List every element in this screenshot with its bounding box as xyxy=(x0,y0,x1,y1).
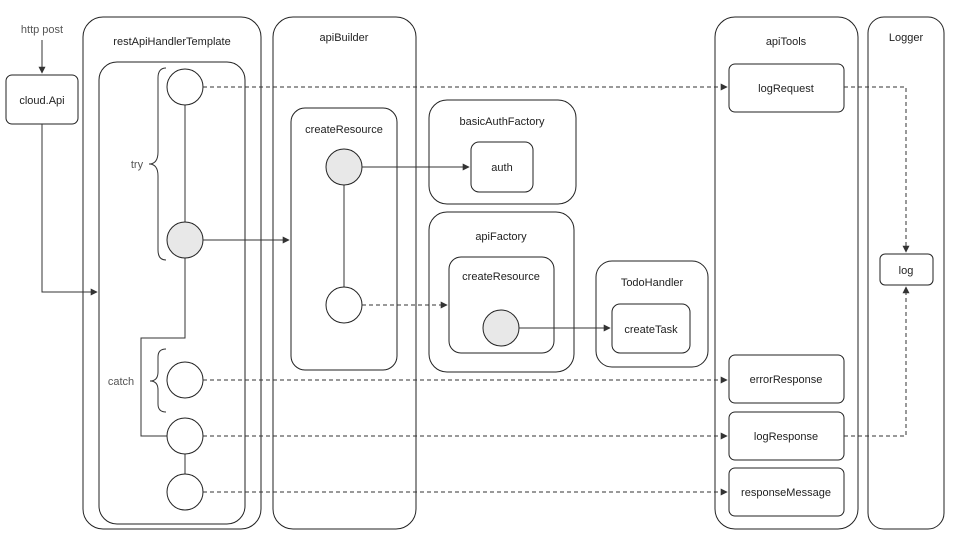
template-inner-frame xyxy=(98,61,246,525)
api-tools-title: apiTools xyxy=(766,36,807,48)
factory-create-resource-label: createResource xyxy=(462,271,540,283)
log-request-box xyxy=(728,63,845,113)
basic-auth-factory-container: basicAuthFactory auth xyxy=(428,99,577,205)
response-message-label: responseMessage xyxy=(741,487,831,499)
create-task-box xyxy=(611,303,691,354)
http-post-label: http post xyxy=(21,24,63,36)
catch-brace xyxy=(149,348,167,413)
builder-create-resource-label: createResource xyxy=(305,124,383,136)
error-response-box xyxy=(728,354,845,404)
todo-handler-title: TodoHandler xyxy=(621,277,684,289)
log-response-to-log-arrow xyxy=(844,286,910,437)
try-label: try xyxy=(131,159,144,171)
api-tools-container: apiTools logRequest errorResponse logRes… xyxy=(714,16,859,530)
log-label: log xyxy=(899,265,914,277)
factory-task-node xyxy=(482,309,520,347)
api-factory-container: apiFactory createResource xyxy=(428,211,575,373)
error-response-label: errorResponse xyxy=(750,374,823,386)
api-builder-title: apiBuilder xyxy=(320,32,369,44)
try-to-catch-line xyxy=(140,258,186,437)
builder-factory-node xyxy=(325,286,363,324)
log-request-node xyxy=(166,68,204,106)
try-brace xyxy=(148,67,167,261)
rest-api-handler-template-container: restApiHandlerTemplate xyxy=(82,16,262,530)
error-response-node xyxy=(166,361,204,399)
cloud-api-to-template-arrow xyxy=(41,124,98,296)
log-response-label: logResponse xyxy=(754,431,818,443)
auth-box xyxy=(470,141,534,193)
log-response-node xyxy=(166,417,204,455)
log-request-label: logRequest xyxy=(758,83,814,95)
logger-title: Logger xyxy=(889,32,924,44)
factory-create-resource-box xyxy=(448,256,555,354)
auth-label: auth xyxy=(491,162,512,174)
cloud-api-label: cloud.Api xyxy=(19,95,64,107)
create-task-label: createTask xyxy=(624,324,678,336)
response-message-node xyxy=(166,473,204,511)
response-message-box xyxy=(728,467,845,517)
api-factory-title: apiFactory xyxy=(475,231,527,243)
logger-container: Logger log xyxy=(867,16,945,530)
basic-auth-factory-title: basicAuthFactory xyxy=(460,116,545,128)
handler-call-node xyxy=(166,221,204,259)
catch-label: catch xyxy=(108,376,134,388)
builder-auth-node xyxy=(325,148,363,186)
rest-template-title: restApiHandlerTemplate xyxy=(113,36,230,48)
todo-handler-container: TodoHandler createTask xyxy=(595,260,709,368)
log-box xyxy=(879,253,934,286)
log-request-to-log-arrow xyxy=(844,86,910,253)
